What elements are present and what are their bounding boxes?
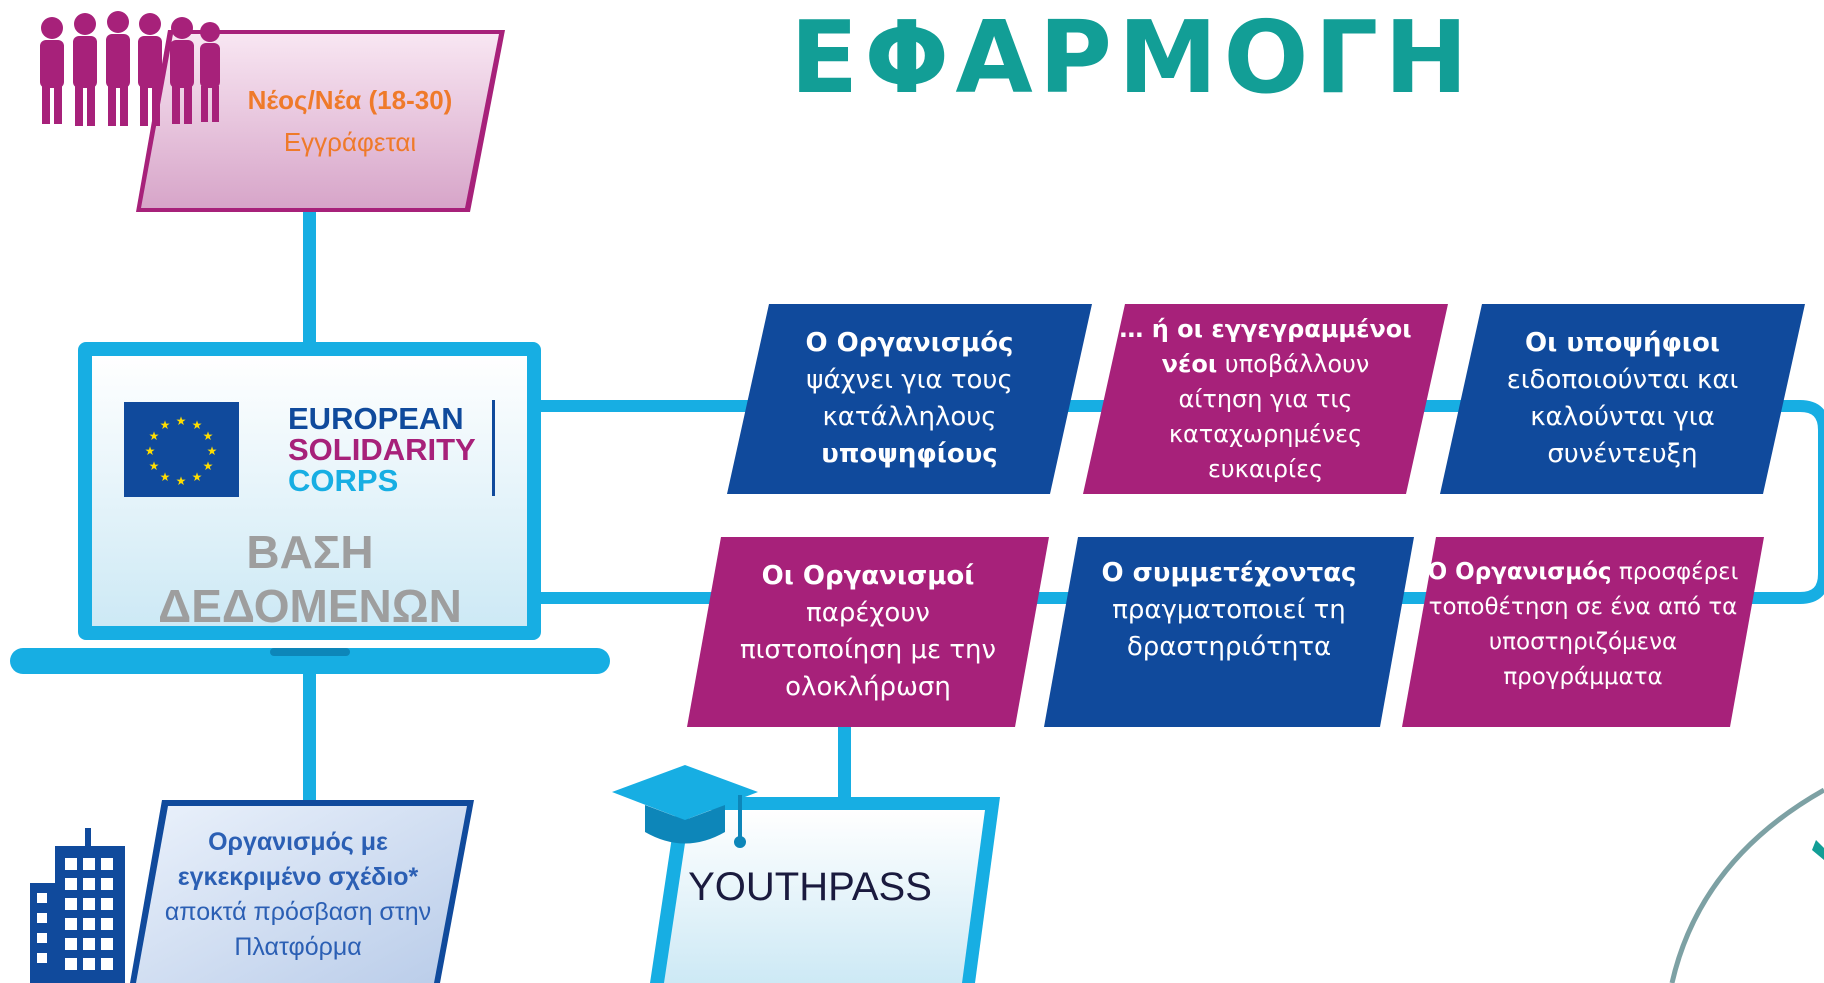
svg-text:★: ★ <box>207 444 218 458</box>
step2-line-1: … ή οι εγγεγραμμένοι <box>1119 314 1412 343</box>
step5-line-1: Ο συμμετέχοντας <box>1101 558 1357 588</box>
svg-text:★: ★ <box>203 429 214 443</box>
youthpass-label: YOUTHPASS <box>688 865 932 909</box>
step1-line-1: Ο Οργανισμός <box>805 328 1014 358</box>
esc-logo: ★★★★ ★★★★ ★★★★ EUROPEAN SOLIDARITY CORPS <box>122 400 502 500</box>
svg-text:★: ★ <box>160 418 171 432</box>
page-title: ΕΦΑΡΜΟΓΗ <box>790 0 1474 116</box>
step-young-apply: … ή οι εγγεγραμμένοι νέοι υποβάλλουν αίτ… <box>1083 304 1448 494</box>
young-person-box <box>141 34 499 208</box>
step-candidates-notified: Οι υποψήφιοι ειδοποιούνται και καλούνται… <box>1440 304 1805 494</box>
svg-text:★: ★ <box>149 429 160 443</box>
esc-word-3: CORPS <box>288 463 399 498</box>
organisation-title-2: εγκεκριμένο σχέδιο* <box>177 863 419 891</box>
esc-wordmark: EUROPEAN SOLIDARITY CORPS <box>288 403 476 496</box>
step6-line-3: πιστοποίηση με την <box>739 635 997 665</box>
esc-word-1: EUROPEAN <box>288 401 464 436</box>
graduation-cap-icon <box>612 765 758 848</box>
step4-line-1: Ο Οργανισμός προσφέρει <box>1427 559 1739 585</box>
step6-line-1: Οι Οργανισμοί <box>761 561 975 591</box>
young-person-title: Νέος/Νέα (18-30) <box>247 85 453 115</box>
step-organisations-certify: Οι Οργανισμοί παρέχουν πιστοποίηση με τη… <box>687 537 1049 727</box>
step4-line-3: υποστηριζόμενα <box>1488 629 1678 655</box>
database-label: ΒΑΣΗ ΔΕΔΟΜΕΝΩΝ <box>120 525 500 633</box>
laptop-base <box>10 648 610 674</box>
step6-line-2: παρέχουν <box>806 598 930 628</box>
step4-line-2: τοποθέτηση σε ένα από τα <box>1428 594 1738 620</box>
svg-text:★: ★ <box>160 470 171 484</box>
step-organisation-offers: Ο Οργανισμός προσφέρει τοποθέτηση σε ένα… <box>1402 537 1764 727</box>
step2-line-5: ευκαιρίες <box>1207 454 1324 483</box>
esc-word-2: SOLIDARITY <box>288 432 476 467</box>
people-silhouette-icon <box>40 11 220 126</box>
organisation-text-1: αποκτά πρόσβαση στην <box>164 898 432 926</box>
svg-text:★: ★ <box>176 474 187 488</box>
step5-line-2: πραγματοποιεί τη <box>1112 595 1346 625</box>
step-organisation-searches: Ο Οργανισμός ψάχνει για τους κατάλληλους… <box>727 304 1092 494</box>
svg-text:★: ★ <box>192 418 203 432</box>
young-person-text: Νέος/Νέα (18-30) Εγγράφεται <box>215 80 485 160</box>
step1-line-2: ψάχνει για τους <box>806 365 1013 395</box>
organisation-title-1: Οργανισμός με <box>208 828 388 856</box>
step2-line-4: καταχωρημένες <box>1168 419 1363 448</box>
svg-text:★: ★ <box>176 414 187 428</box>
step1-line-3: κατάλληλους <box>822 402 997 432</box>
svg-text:★: ★ <box>203 459 214 473</box>
youthpass-box <box>664 810 985 983</box>
step3-line-1: Οι υποψήφιοι <box>1525 328 1720 358</box>
step-participant-activity: Ο συμμετέχοντας πραγματοποιεί τη δραστηρ… <box>1044 537 1414 727</box>
database-label-line-2: ΔΕΔΟΜΕΝΩΝ <box>158 580 462 632</box>
svg-text:★: ★ <box>192 470 203 484</box>
step2-line-2: νέοι υποβάλλουν <box>1161 349 1370 378</box>
organisation-box <box>136 806 467 983</box>
bold-prefix: νέοι <box>1161 349 1218 378</box>
organisation-text-2: Πλατφόρμα <box>234 933 362 961</box>
step3-line-4: συνέντευξη <box>1547 439 1698 469</box>
step1-line-4: υποψηφίους <box>821 439 998 469</box>
logo-divider <box>492 400 495 496</box>
young-person-subtitle: Εγγράφεται <box>283 127 417 157</box>
svg-text:★: ★ <box>145 444 156 458</box>
bold-prefix: Ο Οργανισμός <box>1427 559 1612 585</box>
organisation-text: Οργανισμός με εγκεκριμένο σχέδιο* αποκτά… <box>138 825 458 965</box>
step3-line-3: καλούνται για <box>1530 402 1715 432</box>
database-label-line-1: ΒΑΣΗ <box>246 526 374 578</box>
building-icon <box>30 828 125 983</box>
svg-text:★: ★ <box>149 459 160 473</box>
step6-line-4: ολοκλήρωση <box>785 672 951 702</box>
step4-line-4: προγράμματα <box>1503 664 1663 690</box>
step2-line-3: αίτηση για τις <box>1178 384 1353 413</box>
step3-line-2: ειδοποιούνται και <box>1506 365 1739 395</box>
step5-line-3: δραστηριότητα <box>1126 632 1332 662</box>
eu-flag-icon: ★★★★ ★★★★ ★★★★ <box>124 402 239 497</box>
